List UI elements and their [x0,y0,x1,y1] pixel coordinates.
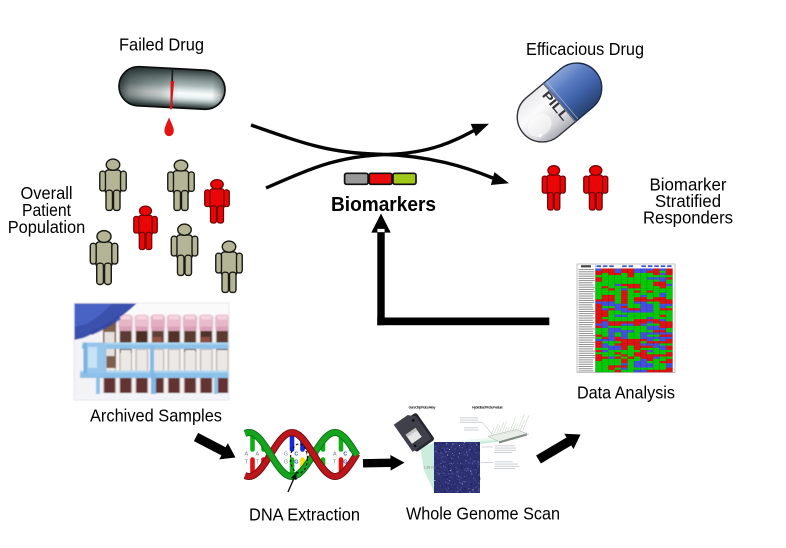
svg-text:Overall: Overall [21,183,73,203]
svg-text:Biomarkers: Biomarkers [331,194,436,216]
svg-text:DNA Extraction: DNA Extraction [249,505,360,525]
svg-text:Data Analysis: Data Analysis [577,383,675,403]
svg-text:Responders: Responders [643,207,733,227]
svg-text:A: A [333,452,337,458]
svg-text:G: G [284,452,288,458]
svg-text:GeneChip Probe Array: GeneChip Probe Array [409,406,436,410]
svg-text:Efficacious Drug: Efficacious Drug [526,39,644,59]
svg-text:Biomarker: Biomarker [650,174,727,194]
svg-text:G: G [284,460,288,466]
svg-text:1.28 cm: 1.28 cm [424,466,436,470]
svg-text:T: T [256,460,260,466]
svg-text:Stratified: Stratified [655,191,721,211]
svg-text:T: T [305,452,309,458]
svg-text:Patient: Patient [22,200,71,220]
svg-text:C: C [343,452,347,458]
svg-text:Hybridized Probe Feature: Hybridized Probe Feature [472,406,503,410]
svg-text:T: T [333,460,337,466]
svg-text:Whole Genome Scan: Whole Genome Scan [406,504,560,524]
svg-text:T: T [245,460,249,466]
svg-text:G: G [294,460,298,466]
svg-text:Archived Samples: Archived Samples [90,406,222,426]
svg-text:G: G [343,460,347,466]
svg-text:A: A [255,452,259,458]
svg-text:Failed Drug: Failed Drug [119,35,204,55]
svg-text:C: C [294,452,298,458]
svg-text:A: A [244,452,248,458]
svg-text:Population: Population [8,217,86,237]
